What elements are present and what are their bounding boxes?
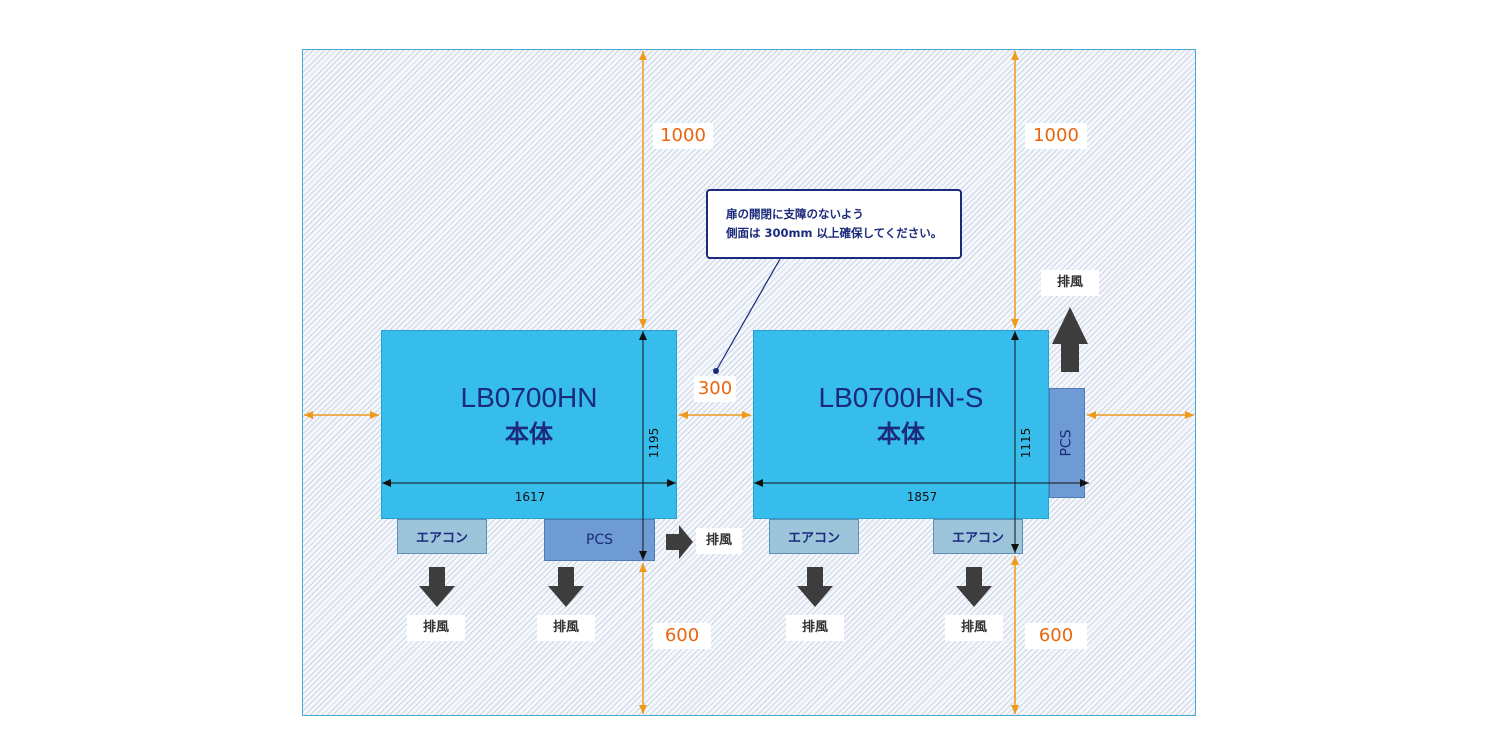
exhaust-arrow-up: [1052, 307, 1088, 372]
callout-line-1: 扉の開閉に支障のないよう: [726, 207, 864, 221]
clearance-top-label-2: 1000: [1025, 123, 1087, 149]
exhaust-arrow-right: [666, 525, 693, 559]
unit-1-body: LB0700HN 本体: [381, 330, 677, 519]
exhaust-arrow-down-1: [419, 567, 455, 607]
pcs-1-label: PCS: [585, 532, 614, 548]
aircon-2: エアコン: [769, 519, 859, 554]
aircon-1: エアコン: [397, 519, 487, 554]
exhaust-label-2: 排風: [537, 615, 595, 641]
clearance-side-label: 300: [694, 376, 736, 402]
unit-2-depth-label: 1115: [1019, 427, 1033, 459]
exhaust-label-1: 排風: [407, 615, 465, 641]
unit-1-width-label: 1617: [514, 490, 546, 504]
exhaust-arrow-down-4: [956, 567, 992, 607]
door-clearance-callout: 扉の開閉に支障のないよう 側面は 300mm 以上確保してください。: [706, 189, 962, 259]
aircon-1-label: エアコン: [415, 531, 468, 546]
exhaust-arrow-down-2: [548, 567, 584, 607]
exhaust-label-6: 排風: [1041, 270, 1099, 296]
unit-2-suffix: 本体: [877, 420, 925, 448]
clearance-top-label-1: 1000: [653, 123, 713, 149]
unit-2-model: LB0700HN-S: [818, 382, 984, 413]
clearance-bottom-label-1: 600: [653, 623, 711, 649]
unit-1-model: LB0700HN: [460, 382, 598, 413]
unit-2-body: LB0700HN-S 本体: [753, 330, 1049, 519]
unit-2-width-label: 1857: [906, 490, 938, 504]
unit-1-suffix: 本体: [505, 420, 553, 448]
aircon-3: エアコン: [933, 519, 1023, 554]
pcs-1: PCS: [544, 519, 655, 561]
aircon-3-label: エアコン: [951, 531, 1004, 546]
exhaust-label-3: 排風: [786, 615, 844, 641]
exhaust-label-4: 排風: [945, 615, 1003, 641]
callout-line-2: 側面は 300mm 以上確保してください。: [726, 226, 943, 240]
exhaust-label-5: 排風: [696, 528, 742, 554]
callout-dot: [713, 368, 719, 374]
exhaust-arrow-down-3: [797, 567, 833, 607]
unit-1-depth-label: 1195: [647, 427, 661, 459]
callout-leader: [715, 258, 781, 372]
clearance-bottom-label-2: 600: [1025, 623, 1087, 649]
aircon-2-label: エアコン: [787, 531, 840, 546]
